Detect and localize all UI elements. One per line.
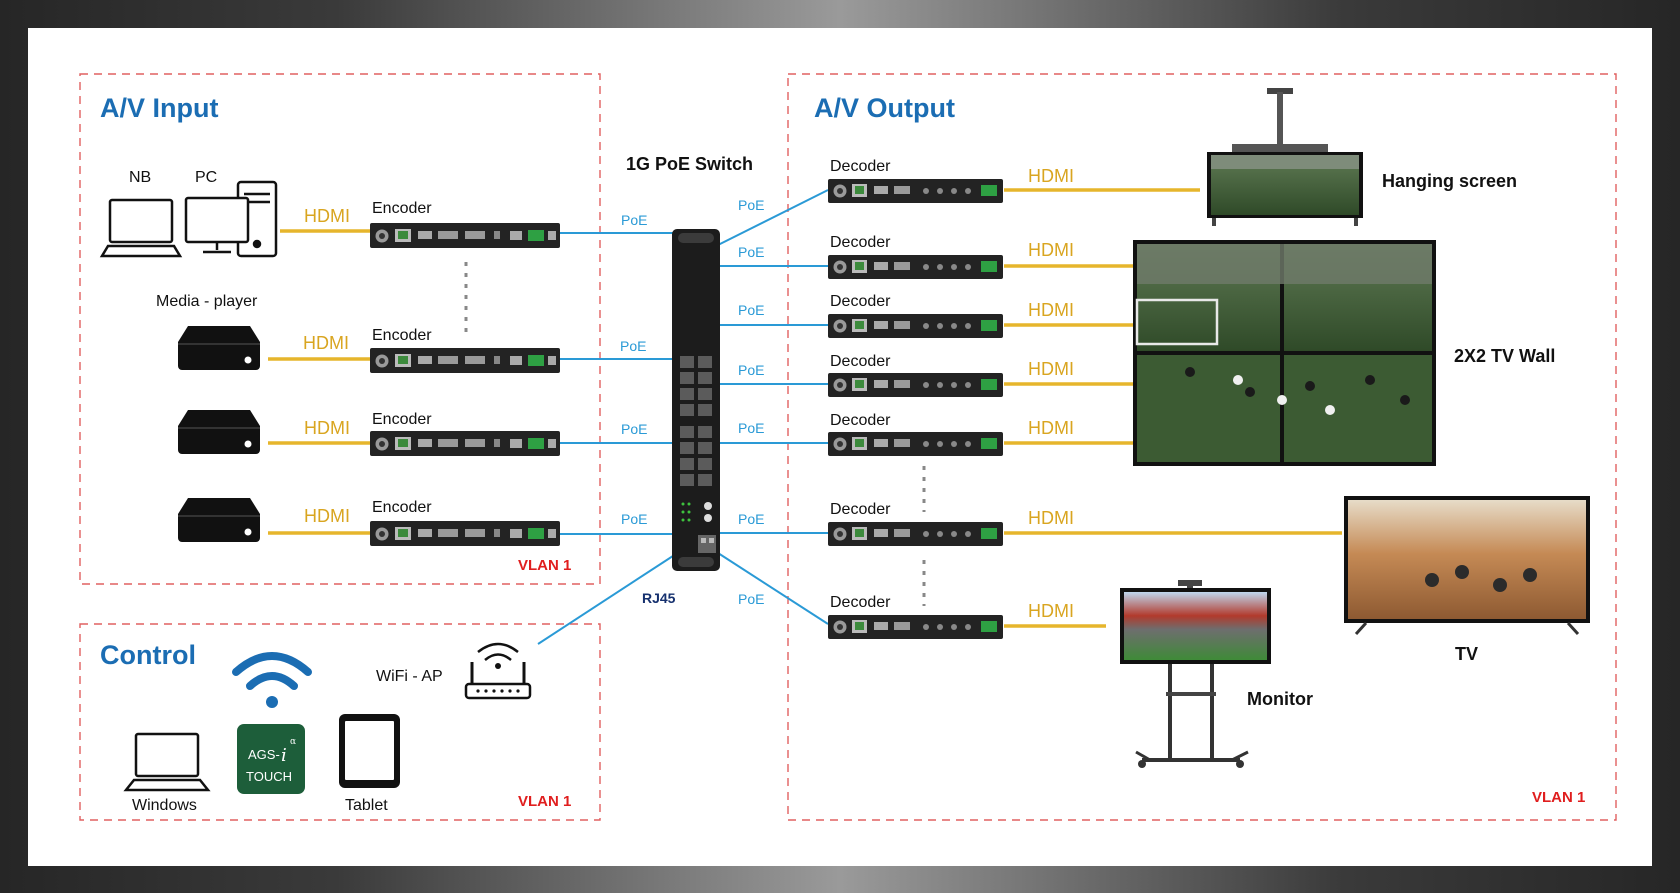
hanging-screen	[1207, 88, 1363, 226]
rj45-label: RJ45	[642, 590, 676, 606]
encoder-label: Encoder	[372, 411, 432, 428]
media-player-icon	[177, 497, 261, 543]
hdmi-label: HDMI	[1028, 359, 1074, 379]
hdmi-label: HDMI	[1028, 418, 1074, 438]
decoder-label: Decoder	[830, 234, 891, 251]
pc-label: PC	[195, 169, 217, 186]
hdmi-label: HDMI	[1028, 300, 1074, 320]
av-input-section	[79, 73, 601, 585]
vlan-label-control: VLAN 1	[518, 793, 571, 810]
desktop-pc-icon	[184, 180, 278, 258]
encoder-label: Encoder	[372, 499, 432, 516]
encoder-label: Encoder	[372, 327, 432, 344]
hdmi-label: HDMI	[1028, 601, 1074, 621]
switch-label: 1G PoE Switch	[626, 154, 753, 174]
app-badge-super: α	[290, 737, 296, 747]
poe-label: PoE	[738, 511, 764, 527]
monitor	[1120, 580, 1271, 768]
poe-label: PoE	[621, 421, 647, 437]
decoder-label: Decoder	[830, 293, 891, 310]
decoder-device	[828, 314, 1003, 338]
decoder-device	[828, 432, 1003, 456]
encoder-device	[370, 348, 560, 373]
encoder-device	[370, 521, 560, 546]
av-output-section	[787, 73, 1617, 821]
poe-label: PoE	[621, 212, 647, 228]
poe-label: PoE	[620, 338, 646, 354]
poe-labels: PoE PoE PoE PoE PoE PoE PoE PoE PoE PoE …	[620, 197, 764, 607]
poe-label: PoE	[738, 302, 764, 318]
vlan-label-output: VLAN 1	[1532, 789, 1585, 806]
hdmi-label: HDMI	[304, 506, 350, 526]
encoder-label: Encoder	[372, 200, 432, 217]
vlan-label-input: VLAN 1	[518, 557, 571, 574]
poe-label: PoE	[738, 244, 764, 260]
control-section	[79, 623, 601, 821]
app-badge: AGS- i α TOUCH	[237, 724, 305, 794]
av-input-title: A/V Input	[100, 93, 218, 123]
poe-label: PoE	[738, 362, 764, 378]
hdmi-label: HDMI	[304, 418, 350, 438]
hdmi-cables	[268, 188, 1342, 628]
app-badge-italic: i	[281, 745, 287, 766]
tablet-icon	[339, 714, 400, 788]
encoder-device	[370, 223, 560, 248]
laptop-icon	[99, 198, 183, 258]
decoder-device	[828, 179, 1003, 203]
poe-label: PoE	[738, 420, 764, 436]
control-title: Control	[100, 640, 196, 670]
tv	[1344, 496, 1590, 636]
decoder-label: Decoder	[830, 353, 891, 370]
wifi-icon	[232, 652, 312, 708]
media-player-label: Media - player	[156, 293, 258, 310]
decoder-device	[828, 255, 1003, 279]
hdmi-label: HDMI	[303, 333, 349, 353]
wifi-ap-label: WiFi - AP	[376, 668, 443, 685]
hdmi-label: HDMI	[1028, 508, 1074, 528]
poe-switch	[672, 229, 720, 571]
encoder-device	[370, 431, 560, 456]
decoder-label: Decoder	[830, 594, 891, 611]
app-badge-touch: TOUCH	[246, 769, 292, 784]
poe-label: PoE	[738, 197, 764, 213]
tv-label: TV	[1455, 644, 1478, 664]
poe-label: PoE	[621, 511, 647, 527]
decoder-device	[828, 615, 1003, 639]
hdmi-label: HDMI	[304, 206, 350, 226]
decoder-label: Decoder	[830, 158, 891, 175]
tv-wall	[1133, 240, 1436, 466]
hdmi-label: HDMI	[1028, 240, 1074, 260]
tablet-label: Tablet	[345, 797, 388, 814]
poe-cables	[537, 189, 829, 645]
tv-wall-label: 2X2 TV Wall	[1454, 346, 1555, 366]
decoder-label: Decoder	[830, 501, 891, 518]
monitor-label: Monitor	[1247, 689, 1313, 709]
media-player-icon	[177, 409, 261, 455]
hdmi-label: HDMI	[1028, 166, 1074, 186]
av-output-title: A/V Output	[814, 93, 955, 123]
media-player-icon	[177, 325, 261, 371]
windows-label: Windows	[132, 797, 197, 814]
wifi-ap-icon	[464, 642, 532, 700]
decoder-device	[828, 522, 1003, 546]
nb-label: NB	[129, 169, 151, 186]
poe-label: PoE	[738, 591, 764, 607]
app-badge-name: AGS-	[248, 747, 280, 762]
windows-laptop-icon	[123, 732, 211, 792]
decoder-label: Decoder	[830, 412, 891, 429]
hanging-screen-label: Hanging screen	[1382, 171, 1517, 191]
decoder-device	[828, 373, 1003, 397]
